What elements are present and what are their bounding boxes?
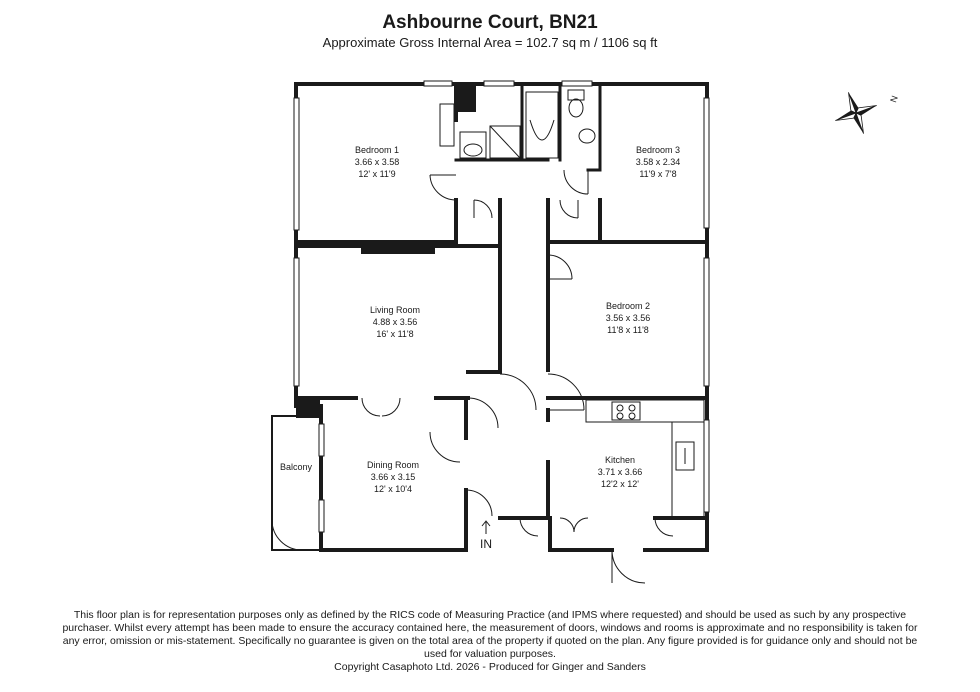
room-imperial: 11'9 x 7'8 [639,169,676,179]
room-metric: 3.58 x 2.34 [636,157,681,167]
room-imperial: 12' x 10'4 [374,484,412,494]
kitchen-fixtures [585,399,705,519]
room-name: Bedroom 1 [355,145,399,155]
room-imperial: 12' x 11'9 [358,169,395,179]
room-dining-room: Dining Room 3.66 x 3.15 12' x 10'4 [367,460,419,494]
compass-north-label: N [888,94,900,104]
room-metric: 3.66 x 3.15 [371,472,416,482]
plan-subtitle: Approximate Gross Internal Area = 102.7 … [322,35,658,50]
room-name: Living Room [370,305,420,315]
entrance-arrow-icon [481,520,491,534]
room-metric: 3.66 x 3.58 [355,157,400,167]
room-name: Bedroom 2 [606,301,650,311]
room-bedroom-3: Bedroom 3 3.58 x 2.34 11'9 x 7'8 [636,145,681,179]
windows [293,80,710,533]
copyright-text: Copyright Casaphoto Ltd. 2026 - Produced… [334,661,646,673]
room-name: Dining Room [367,460,419,470]
room-metric: 4.88 x 3.56 [373,317,418,327]
wall-blocks [296,84,476,418]
room-living-room: Living Room 4.88 x 3.56 16' x 11'8 [370,305,420,339]
room-name: Bedroom 3 [636,145,680,155]
room-kitchen: Kitchen 3.71 x 3.66 12'2 x 12' [598,455,643,489]
room-imperial: 11'8 x 11'8 [607,325,649,335]
room-bedroom-2: Bedroom 2 3.56 x 3.56 11'8 x 11'8 [606,301,651,335]
compass-rose-icon [835,92,877,134]
room-balcony: Balcony [280,462,313,472]
doors [271,169,674,584]
room-name: Kitchen [605,455,635,465]
room-metric: 3.71 x 3.66 [598,467,643,477]
room-imperial: 16' x 11'8 [376,329,413,339]
disclaimer-text: This floor plan is for representation pu… [62,609,918,660]
room-bedroom-1: Bedroom 1 3.66 x 3.58 12' x 11'9 [355,145,400,179]
plan-title: Ashbourne Court, BN21 [382,12,598,33]
entrance-label: IN [480,537,492,551]
bathroom-fixtures [439,89,596,159]
room-imperial: 12'2 x 12' [601,479,639,489]
room-metric: 3.56 x 3.56 [606,313,651,323]
